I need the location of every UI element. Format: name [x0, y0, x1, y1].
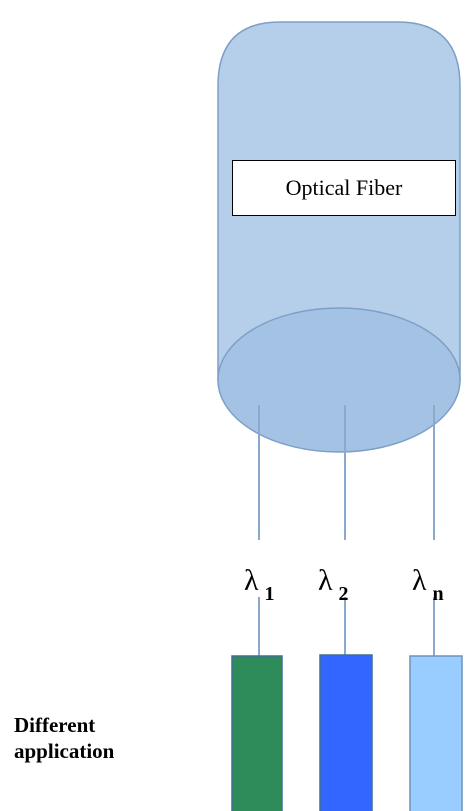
lambda-subscript: 2 — [338, 583, 349, 605]
application-block-2 — [319, 654, 373, 811]
optical-fiber-label-text: Optical Fiber — [285, 175, 403, 200]
application-label-line: Different — [14, 713, 96, 737]
optical-fiber-label: Optical Fiber — [232, 160, 456, 216]
application-blocks — [231, 654, 463, 811]
lambda-symbol: λ — [318, 564, 333, 597]
lambda-symbol: λ — [412, 564, 427, 597]
application-block-1 — [231, 655, 283, 811]
channel-lines — [258, 405, 435, 656]
optical-fiber-cylinder — [217, 21, 461, 453]
application-label-line: application — [14, 739, 115, 764]
cylinder-bottom-face — [217, 307, 461, 453]
lambda-subscript: n — [432, 583, 444, 605]
application-block-n — [409, 655, 463, 811]
lambda-symbol: λ — [244, 564, 259, 597]
lambda-subscript: 1 — [264, 583, 275, 605]
